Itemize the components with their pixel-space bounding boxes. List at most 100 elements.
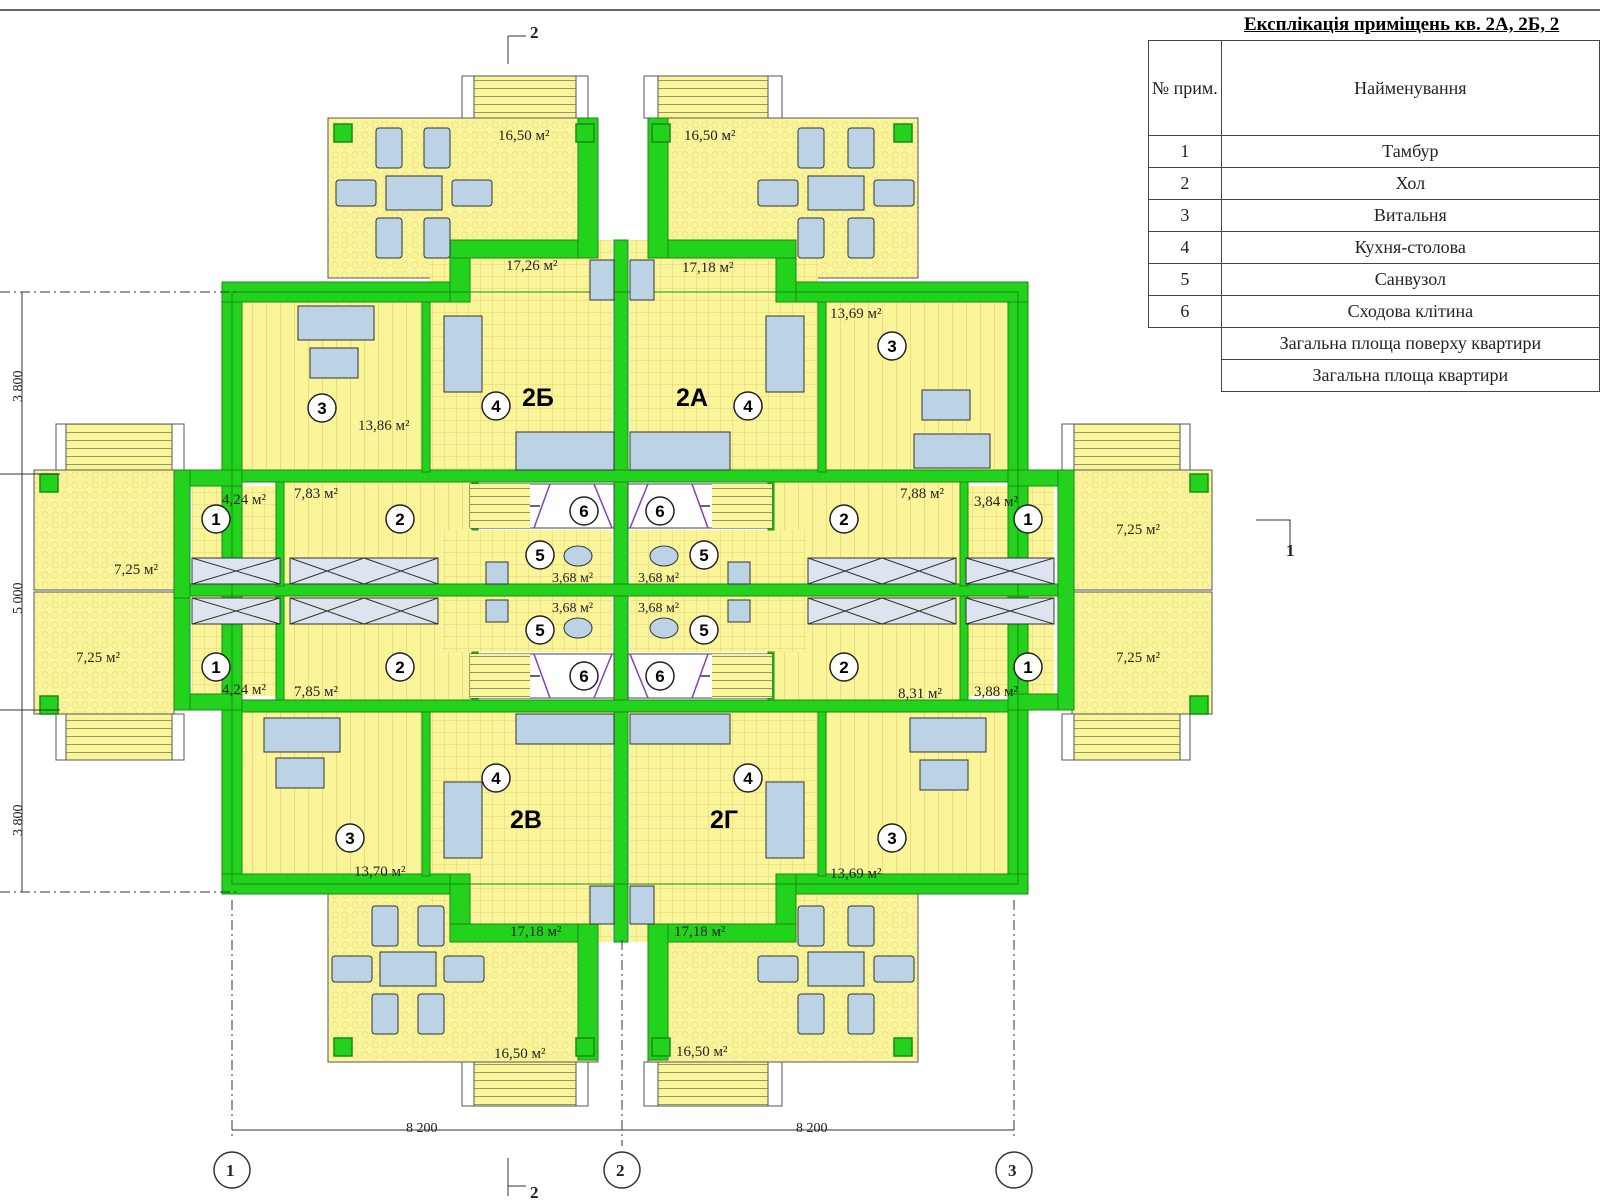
room-number-label: 5 xyxy=(535,546,544,565)
beams xyxy=(191,557,1055,625)
area-label: 3,84 м² xyxy=(974,494,1018,510)
axis-label: 2 xyxy=(616,1161,625,1180)
room-number-label: 2 xyxy=(839,658,848,677)
area-label: 3,68 м² xyxy=(638,601,679,616)
area-label: 3,68 м² xyxy=(552,601,593,616)
apartment-label: 2В xyxy=(510,806,542,834)
explication-table: Експлікація приміщень кв. 2А, 2Б, 2 № пр… xyxy=(1148,14,1600,392)
walls xyxy=(173,117,1075,1061)
total-row: Загальна площа квартири xyxy=(1149,359,1600,392)
room-number-circle xyxy=(689,615,719,645)
room-number-label: 4 xyxy=(491,769,501,788)
area-label: 16,50 м² xyxy=(684,128,736,144)
room-number-circle xyxy=(829,652,859,682)
staircases xyxy=(469,483,773,699)
total-label: Загальна площа квартири xyxy=(1220,359,1600,392)
room-number-label: 2 xyxy=(839,510,848,529)
axis-circle-1 xyxy=(213,1151,251,1189)
room-number-label: 6 xyxy=(655,667,664,686)
room-number-label: 3 xyxy=(317,399,326,418)
room-name: Тамбур xyxy=(1220,135,1600,168)
room-number-label: 5 xyxy=(699,621,708,640)
dimension-label: 5 000 xyxy=(11,583,26,615)
room-number-circle xyxy=(385,504,415,534)
area-label: 17,18 м² xyxy=(682,260,734,276)
axis-circle-2 xyxy=(603,1151,641,1189)
area-label: 7,25 м² xyxy=(76,650,120,666)
area-label: 13,86 м² xyxy=(358,418,410,434)
room-number-circle xyxy=(481,763,511,793)
room-number-label: 4 xyxy=(491,397,501,416)
wall-outlines xyxy=(231,291,1019,885)
room-number-circle xyxy=(569,661,599,691)
room-number-label: 3 xyxy=(887,829,896,848)
dimension-label: 8 200 xyxy=(796,1121,828,1136)
area-label: 7,25 м² xyxy=(1116,650,1160,666)
axis-circle-3 xyxy=(995,1151,1033,1189)
section-mark: 1 xyxy=(1286,541,1295,560)
axis-markers xyxy=(213,1151,1033,1189)
area-label: 16,50 м² xyxy=(494,1046,546,1062)
room-name: Витальня xyxy=(1220,199,1600,232)
area-label: 3,88 м² xyxy=(974,684,1018,700)
room-number-circle xyxy=(335,823,365,853)
total-row: Загальна площа поверху квартири xyxy=(1149,327,1600,360)
area-label: 7,88 м² xyxy=(900,486,944,502)
room-number-label: 5 xyxy=(535,621,544,640)
room-number-label: 6 xyxy=(579,502,588,521)
area-label: 7,25 м² xyxy=(114,562,158,578)
room-number-label: 2 xyxy=(395,510,404,529)
axis-label: 1 xyxy=(226,1161,235,1180)
dimension-label: 3 800 xyxy=(11,805,26,837)
dimension-label: 3 800 xyxy=(11,371,26,403)
room-name: Кухня-столова xyxy=(1220,231,1600,264)
room-number-circle xyxy=(481,391,511,421)
room-number-label: 3 xyxy=(887,337,896,356)
area-label: 13,69 м² xyxy=(830,866,882,882)
section-mark: 2 xyxy=(530,1183,539,1200)
room-number-label: 1 xyxy=(1023,658,1032,677)
room-number: 4 xyxy=(1148,231,1222,264)
total-label: Загальна площа поверху квартири xyxy=(1220,327,1600,360)
area-label: 4,24 м² xyxy=(222,492,266,508)
room-number-label: 4 xyxy=(743,397,753,416)
room-number-label: 1 xyxy=(211,658,220,677)
room-number-label: 1 xyxy=(211,510,220,529)
dimension-lines xyxy=(0,35,1291,1196)
room-number-label: 6 xyxy=(655,502,664,521)
room-name: Хол xyxy=(1220,167,1600,200)
room-number-circle xyxy=(385,652,415,682)
explication-title: Експлікація приміщень кв. 2А, 2Б, 2 xyxy=(1244,14,1560,35)
area-label: 7,83 м² xyxy=(294,486,338,502)
area-label: 7,25 м² xyxy=(1116,522,1160,538)
external-steps xyxy=(55,75,1191,1107)
table-header-row: № прим. Найменування xyxy=(1148,40,1600,136)
room-number-circle xyxy=(733,391,763,421)
dimension-label: 8 200 xyxy=(406,1121,438,1136)
room-number-label: 4 xyxy=(743,769,753,788)
area-label: 17,18 м² xyxy=(674,924,726,940)
furniture xyxy=(263,127,991,1035)
room-number: 1 xyxy=(1148,135,1222,168)
room-number-label: 6 xyxy=(579,667,588,686)
area-label: 8,31 м² xyxy=(898,686,942,702)
room-number-label: 3 xyxy=(345,829,354,848)
room-number-label: 5 xyxy=(699,546,708,565)
room-number-circle xyxy=(307,393,337,423)
room-number-circle xyxy=(877,823,907,853)
area-label: 13,70 м² xyxy=(354,864,406,880)
room-number-circle xyxy=(689,540,719,570)
room-number-label: 1 xyxy=(1023,510,1032,529)
room-number: 3 xyxy=(1148,199,1222,232)
room-number-circle xyxy=(733,763,763,793)
apartment-label: 2А xyxy=(676,384,708,412)
section-mark: 2 xyxy=(530,23,539,42)
header-name: Найменування xyxy=(1220,40,1600,136)
